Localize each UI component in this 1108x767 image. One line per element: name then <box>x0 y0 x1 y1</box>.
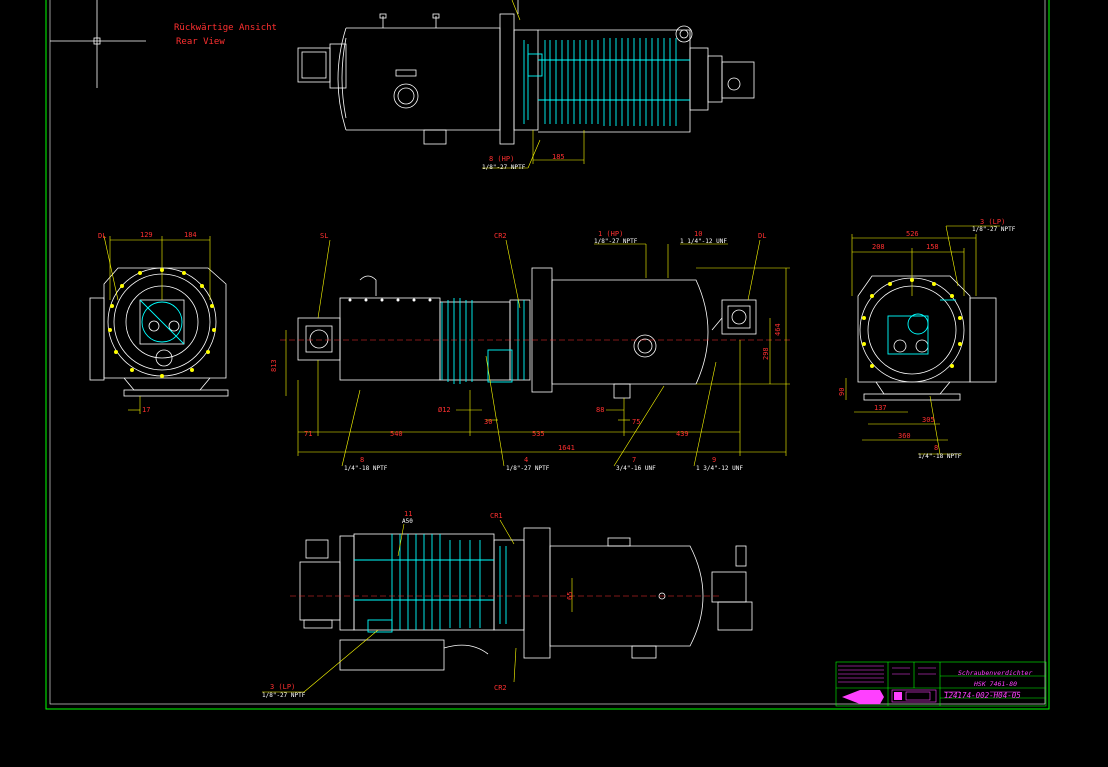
label-sl: SL <box>320 232 328 240</box>
label-8-right-thread: 1/4"-18 NPTF <box>918 453 962 460</box>
dim-298: 298 <box>762 347 770 360</box>
label-3lp-right: 3 (LP) <box>980 218 1005 226</box>
dim-360: 360 <box>898 432 911 440</box>
dim-526: 526 <box>906 230 919 238</box>
dim-71: 71 <box>304 430 312 438</box>
label-7-thread: 3/4"-16 UNF <box>616 465 656 472</box>
label-3lp-bottom-thread: 1/8"-27 NPTF <box>262 692 306 699</box>
label-4: 4 <box>524 456 528 464</box>
drawing-number: 124174-002-H04-05 <box>944 691 1021 700</box>
crosshair-cursor-icon <box>50 0 146 88</box>
dim-184: 184 <box>184 231 197 239</box>
view-title-de: Rückwärtige Ansicht <box>174 23 277 33</box>
sheet-frame <box>45 0 1050 710</box>
dim-30: 30 <box>484 418 492 426</box>
dim-65: 65 <box>566 592 574 600</box>
label-cr1: CR1 <box>490 512 503 520</box>
label-9-thread: 1 3/4"-12 UNF <box>696 465 743 472</box>
label-8: 8 <box>360 456 364 464</box>
label-3lp-bottom: 3 (LP) <box>270 683 295 691</box>
label-7: 7 <box>632 456 636 464</box>
front-view: SL CR2 1 (HP) 1/8"-27 NPTF 10 1 1/4"-12 … <box>270 230 790 472</box>
top-view: 8 (HP) 1/8"-27 NPTF 185 <box>297 0 755 171</box>
right-end-view: 3 (LP) 1/8"-27 NPTF 526 208 158 90 137 3… <box>838 218 1016 460</box>
dim-208: 208 <box>872 243 885 251</box>
label-1hp: 1 (HP) <box>598 230 623 238</box>
bitzer-logo-icon <box>842 689 937 704</box>
dim-540: 540 <box>390 430 403 438</box>
label-10: 10 <box>694 230 702 238</box>
label-10-thread: 1 1/4"-12 UNF <box>680 238 727 245</box>
dim-813: 813 <box>270 359 278 372</box>
dim-185: 185 <box>552 153 565 161</box>
dim-o12: Ø12 <box>438 406 451 414</box>
label-4-thread: 1/8"-27 NPTF <box>506 465 550 472</box>
dim-464: 464 <box>774 323 782 336</box>
model-number: HSK 7461-80 <box>973 680 1017 688</box>
label-11: 11 <box>404 510 412 518</box>
dim-1641: 1641 <box>558 444 575 452</box>
dim-439: 439 <box>676 430 689 438</box>
label-11-sub: A50 <box>402 518 413 525</box>
label-3lp-right-thread: 1/8"-27 NPTF <box>972 226 1016 233</box>
left-end-view: DL 129 184 17 <box>89 231 229 414</box>
label-8hp-thread-top: 1/8"-27 NPTF <box>482 164 526 171</box>
label-cr2-bottom: CR2 <box>494 684 507 692</box>
dim-75: 75 <box>632 418 640 426</box>
dim-305: 305 <box>922 416 935 424</box>
label-9: 9 <box>712 456 716 464</box>
dim-88: 88 <box>596 406 604 414</box>
dim-17: 17 <box>142 406 150 414</box>
dim-129: 129 <box>140 231 153 239</box>
product-label: Schraubenverdichter <box>958 669 1032 677</box>
bottom-view: 11 A50 CR1 65 3 (LP) 1/8"-27 NPTF CR2 <box>262 510 753 699</box>
dim-535: 535 <box>532 430 545 438</box>
label-8-right: 8 <box>934 444 938 452</box>
label-8hp-top: 8 (HP) <box>489 155 514 163</box>
label-1hp-thread: 1/8"-27 NPTF <box>594 238 638 245</box>
label-8-thread: 1/4"-18 NPTF <box>344 465 388 472</box>
dim-158: 158 <box>926 243 939 251</box>
view-title-en: Rear View <box>176 37 225 47</box>
title-block: Schraubenverdichter HSK 7461-80 124174-0… <box>835 661 1047 707</box>
dim-137: 137 <box>874 404 887 412</box>
label-dl-left: DL <box>98 232 106 240</box>
label-cr2: CR2 <box>494 232 507 240</box>
dim-90: 90 <box>838 388 846 396</box>
label-dl-front: DL <box>758 232 766 240</box>
